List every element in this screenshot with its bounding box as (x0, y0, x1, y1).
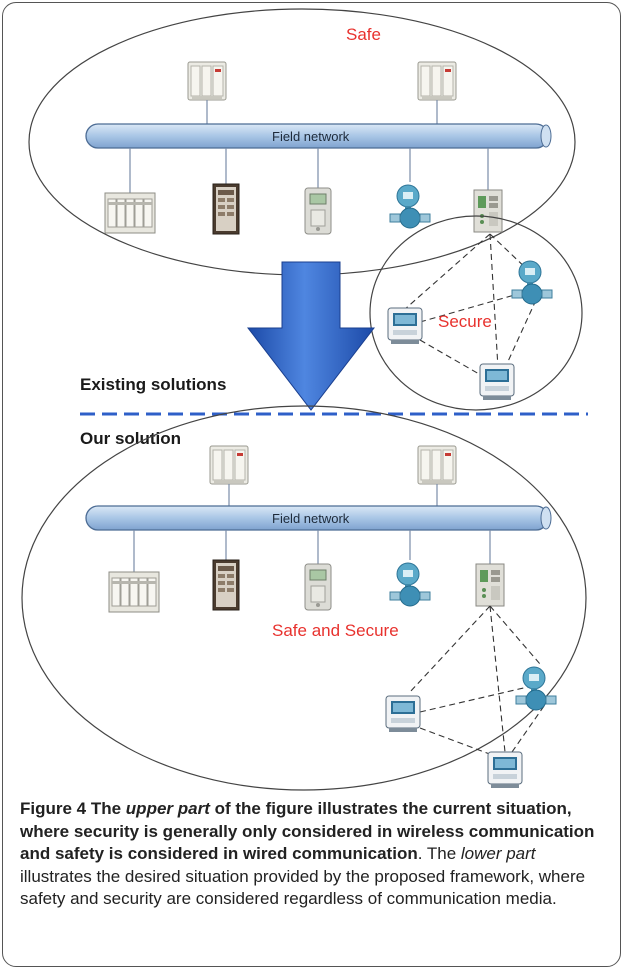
control-cabinet-bottom (212, 559, 240, 611)
controller-right-bottom (417, 445, 457, 485)
caption-part-4: . The (417, 844, 461, 863)
control-cabinet-top (212, 183, 240, 235)
controller-right (417, 61, 457, 101)
caption-part-1: The (86, 799, 126, 818)
secure-zone-ellipse (369, 215, 583, 411)
meter-device-top (304, 187, 332, 235)
field-network-bus-bottom (85, 505, 552, 531)
wireless-node-left-bottom (385, 695, 421, 733)
gateway-top (473, 189, 503, 233)
network-diagram: Safe Field network Secure Existing solut… (21, 8, 588, 791)
our-solution-label: Our solution (80, 429, 181, 448)
wireless-node-bottom-top (479, 363, 515, 401)
wireless-flowmeter-top (511, 260, 553, 305)
field-network-label-bottom: Field network (272, 511, 350, 526)
io-rack-bottom (108, 571, 160, 613)
safe-secure-zone-ellipse (21, 405, 587, 791)
io-rack-top (104, 192, 156, 234)
caption-part-2: upper part (125, 799, 210, 818)
secure-zone-label: Secure (438, 312, 492, 331)
transition-arrow (246, 261, 376, 411)
controller-left (187, 61, 227, 101)
gateway-bottom (475, 563, 505, 607)
safe-zone-label: Safe (346, 25, 381, 44)
wireless-node-bottom-bottom (487, 751, 523, 789)
flowmeter-top (389, 184, 431, 229)
caption-part-6: illustrates the desired situation provid… (20, 866, 586, 909)
flowmeter-bottom (389, 562, 431, 607)
controller-left-bottom (209, 445, 249, 485)
field-network-label-top: Field network (272, 129, 350, 144)
meter-device-bottom (304, 563, 332, 611)
safe-and-secure-label: Safe and Secure (272, 621, 399, 640)
field-network-bus-top (85, 123, 552, 149)
caption-part-5: lower part (460, 844, 536, 863)
figure-caption: Figure 4 The upper part of the figure il… (20, 798, 610, 911)
wireless-node-left-top (387, 307, 423, 345)
figure-label: Figure 4 (20, 799, 87, 818)
existing-solutions-label: Existing solutions (80, 375, 226, 394)
caption-part-3: of the figure illustrates the current si… (20, 799, 595, 863)
